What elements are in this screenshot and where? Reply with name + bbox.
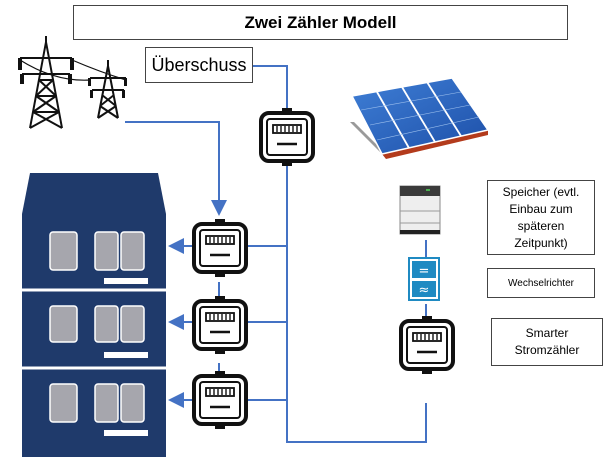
insulator-icons (18, 58, 127, 98)
power-pylon-icon (19, 36, 127, 129)
battery-storage-icon (399, 185, 441, 235)
smart-meter-icon (399, 316, 455, 374)
inverter-ac-symbol: ≈ (419, 283, 430, 298)
apartment-building-icon (22, 173, 166, 457)
diagram-title: Zwei Zähler Modell (73, 5, 568, 40)
grid-meter-icon (259, 108, 315, 166)
surplus-label: Überschuss (145, 47, 253, 83)
connection-lines (125, 65, 427, 443)
storage-label: Speicher (evtl. Einbau zum späteren Zeit… (487, 180, 595, 255)
smart-meter-label: Smarter Stromzähler (491, 318, 603, 366)
apartment-meter-icon (192, 219, 248, 277)
inverter-label: Wechselrichter (487, 268, 595, 298)
solar-panel-icon (350, 77, 490, 159)
apartment-meter-icon (192, 296, 248, 354)
inverter-icon: = ≈ (408, 257, 440, 301)
apartment-meter-icon (192, 371, 248, 429)
inverter-dc-symbol: = (419, 264, 430, 279)
